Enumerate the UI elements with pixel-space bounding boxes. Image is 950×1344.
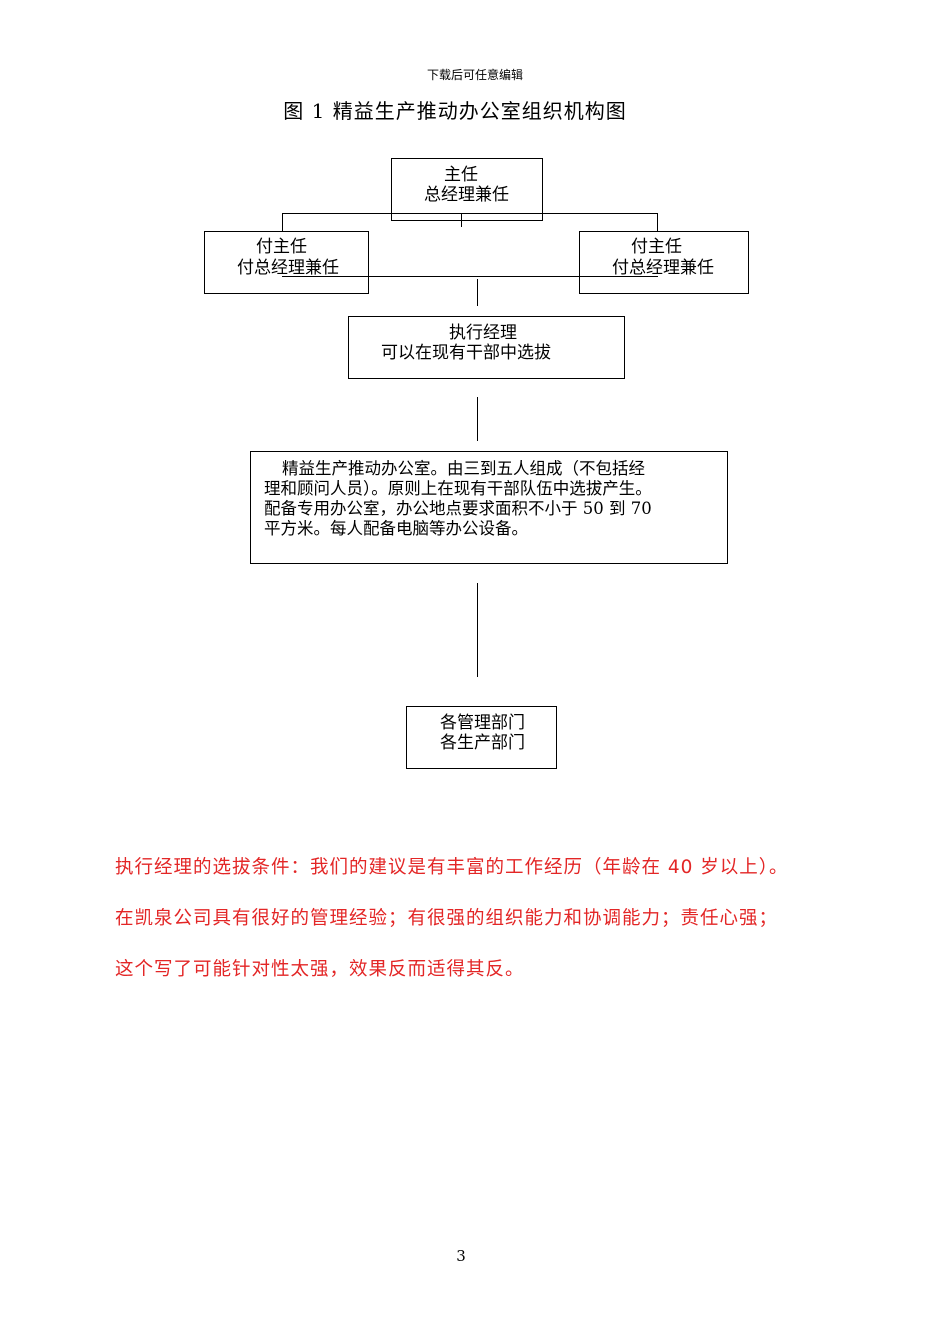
connector-to-executive	[477, 279, 478, 306]
header-note: 下载后可任意编辑	[426, 68, 523, 82]
connector-right-deputy	[657, 213, 658, 231]
departments-box	[406, 706, 557, 769]
executive-manager-box	[348, 316, 625, 379]
office-description: 精益生产推动办公室。由三到五人组成（不包括经 理和顾问人员）。原则上在现有干部队…	[264, 459, 652, 539]
connector-deputies-join	[282, 276, 658, 277]
deputy-right-note: 付总经理兼任	[612, 258, 714, 278]
departments-line-1: 各管理部门	[440, 713, 525, 733]
departments-line-2: 各生产部门	[440, 733, 525, 753]
office-line-2: 理和顾问人员）。原则上在现有干部队伍中选拔产生。	[264, 479, 652, 498]
director-note: 总经理兼任	[424, 185, 509, 205]
connector-director-deputies	[282, 213, 658, 214]
deputy-left-box	[204, 231, 369, 294]
deputy-right-box	[579, 231, 749, 294]
office-line-3: 配备专用办公室，办公地点要求面积不小于 50 到 70	[264, 499, 652, 518]
connector-left-deputy	[282, 213, 283, 231]
comment-line-2: 在凯泉公司具有很好的管理经验；有很强的组织能力和协调能力；责任心强；	[115, 908, 779, 929]
director-box	[391, 158, 543, 221]
director-title: 主任	[444, 165, 478, 185]
connector-executive-office	[477, 397, 478, 441]
comment-line-1: 执行经理的选拔条件：我们的建议是有丰富的工作经历（年龄在 40 岁以上）。	[115, 857, 789, 878]
deputy-left-note: 付总经理兼任	[237, 258, 339, 278]
deputy-right-title: 付主任	[631, 237, 682, 257]
figure-title: 图 1 精益生产推动办公室组织机构图	[283, 99, 627, 123]
executive-manager-title: 执行经理	[449, 323, 517, 343]
connector-office-departments	[477, 583, 478, 677]
office-line-1: 精益生产推动办公室。由三到五人组成（不包括经	[282, 459, 645, 478]
comment-line-3: 这个写了可能针对性太强，效果反而适得其反。	[115, 959, 525, 980]
office-line-4: 平方米。每人配备电脑等办公设备。	[264, 519, 528, 538]
deputy-left-title: 付主任	[256, 237, 307, 257]
executive-manager-note: 可以在现有干部中选拔	[381, 343, 551, 363]
connector-director-down	[461, 213, 462, 227]
office-box	[250, 451, 728, 564]
page-number: 3	[456, 1247, 466, 1265]
